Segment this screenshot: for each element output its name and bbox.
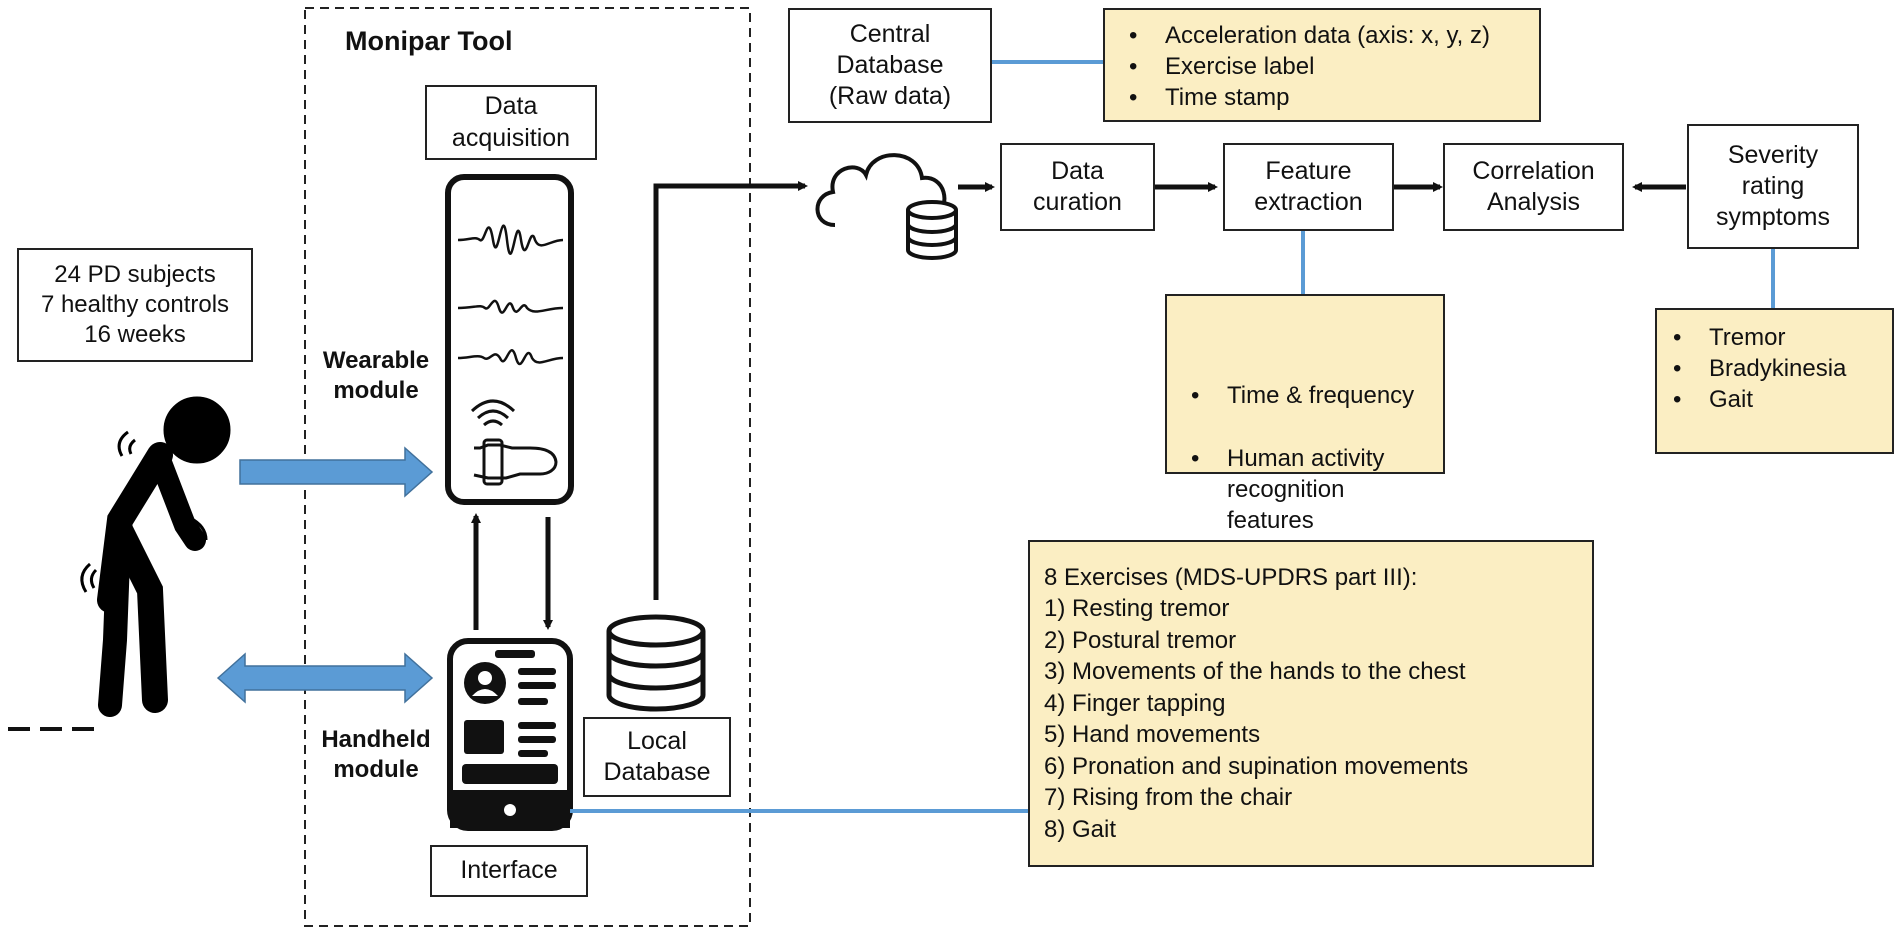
- symptom-note-item: Bradykinesia: [1657, 353, 1892, 384]
- exercise-item: 5) Hand movements: [1044, 721, 1261, 749]
- person-handheld-double-arrow: [216, 652, 434, 704]
- symptom-notes: Tremor Bradykinesia Gait: [1655, 308, 1894, 454]
- feature-note-item: Human activity recognition features: [1175, 443, 1435, 537]
- wearable-device: [445, 174, 574, 505]
- smartwatch-hand-icon: [470, 399, 558, 486]
- feature-note-item: Time & frequency: [1175, 380, 1435, 411]
- feature-extraction-box: Feature extraction: [1223, 143, 1394, 231]
- person-to-wearable-arrow: [239, 446, 434, 498]
- severity-rating-box: Severity rating symptoms: [1687, 124, 1859, 249]
- central-note-item: Time stamp: [1113, 82, 1531, 113]
- central-database-notes: Acceleration data (axis: x, y, z) Exerci…: [1103, 8, 1541, 122]
- person-icon: [80, 396, 231, 717]
- exercise-item: 6) Pronation and supination movements: [1044, 752, 1469, 780]
- tool-title: Monipar Tool: [345, 26, 513, 56]
- cloud-database-icon: [815, 153, 958, 260]
- interface-box: Interface: [430, 845, 588, 897]
- feature-notes: Time & frequency Human activity recognit…: [1165, 294, 1445, 534]
- exercise-item: 4) Finger tapping: [1044, 689, 1226, 717]
- exercise-item: 1) Resting tremor: [1044, 595, 1230, 623]
- phone-screen-content: [462, 650, 558, 784]
- data-acquisition-box: Data acquisition: [425, 85, 597, 160]
- local-database-box: Local Database: [583, 717, 731, 797]
- central-note-item: Acceleration data (axis: x, y, z): [1113, 20, 1531, 51]
- signal-waveforms: [457, 224, 564, 366]
- local-database-icon: [606, 614, 706, 712]
- local-to-cloud-arrow: [653, 181, 808, 600]
- exercise-item: 2) Postural tremor: [1044, 626, 1237, 654]
- exercise-item: 8) Gait: [1044, 815, 1117, 843]
- handheld-module-label: Handheld module: [321, 726, 431, 783]
- phone-home-button: [504, 804, 516, 816]
- exercise-item: 3) Movements of the hands to the chest: [1044, 658, 1466, 686]
- wearable-module-label: Wearable module: [322, 347, 430, 404]
- central-note-item: Exercise label: [1113, 51, 1531, 82]
- exercise-item: 7) Rising from the chair: [1044, 784, 1293, 812]
- central-database-box: Central Database (Raw data): [788, 8, 992, 123]
- subjects-box: 24 PD subjects 7 healthy controls 16 wee…: [17, 248, 253, 362]
- exercises-notes: 8 Exercises (MDS-UPDRS part III): 1) Res…: [1028, 540, 1594, 867]
- symptom-note-item: Gait: [1657, 384, 1892, 415]
- symptom-note-item: Tremor: [1657, 322, 1892, 353]
- data-curation-box: Data curation: [1000, 143, 1155, 231]
- correlation-analysis-box: Correlation Analysis: [1443, 143, 1624, 231]
- exercises-title: 8 Exercises (MDS-UPDRS part III):: [1044, 564, 1418, 591]
